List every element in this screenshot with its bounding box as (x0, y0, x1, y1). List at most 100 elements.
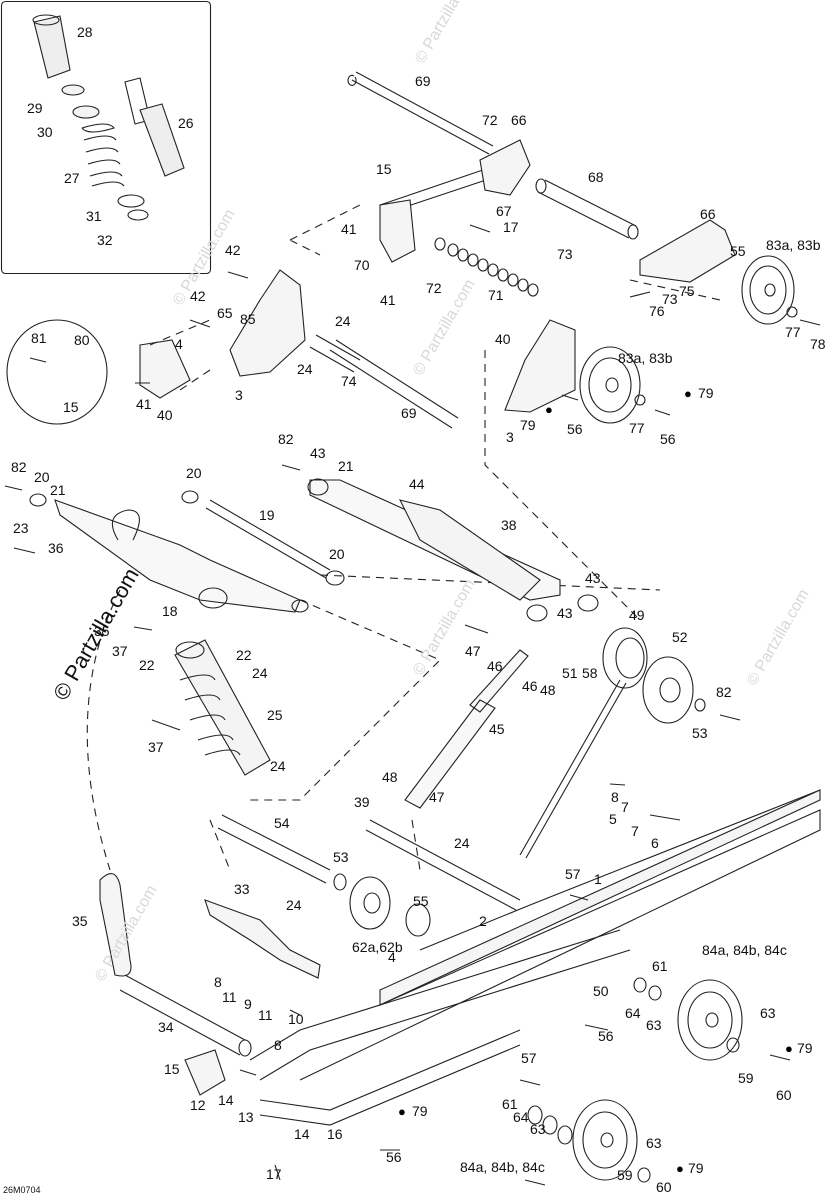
callout-17-upper: 17 (503, 219, 519, 235)
callout-24-lower: 24 (286, 897, 302, 913)
callout-72-upper: 72 (482, 112, 498, 128)
callout-59-a: 59 (738, 1070, 754, 1086)
idler-wheel-52 (642, 656, 694, 724)
callout-27: 27 (64, 170, 80, 186)
callout-84-left: 84a, 84b, 84c (460, 1159, 545, 1175)
callout-64-b: 64 (513, 1109, 529, 1125)
callout-8-lower-left: 8 (214, 974, 222, 990)
callout-2: 2 (479, 913, 487, 929)
slide-rail-right (299, 789, 821, 1081)
callout-66-upper: 66 (511, 112, 527, 128)
shaft-69-upper (347, 71, 494, 155)
callout-78: 78 (810, 336, 826, 352)
callout-42-lower: 42 (190, 288, 206, 304)
idler-wheel-84-left (572, 1099, 638, 1181)
callout-36: 36 (48, 540, 64, 556)
callout-37-upper: 37 (112, 643, 128, 659)
oil-drop-icon: ● (398, 1104, 406, 1119)
front-shock-25 (174, 639, 271, 776)
callout-80: 80 (74, 332, 90, 348)
idler-wheel-83-right (741, 255, 795, 325)
callout-4-lower: 4 (388, 949, 396, 965)
callout-72-lower: 72 (426, 280, 442, 296)
callout-55-upper: 55 (730, 243, 746, 259)
drawing-code: 26M0704 (3, 1185, 41, 1195)
callout-59-b: 59 (617, 1167, 633, 1183)
shaft-69-lower (329, 339, 459, 429)
callout-30: 30 (37, 124, 53, 140)
callout-21-left: 21 (50, 482, 66, 498)
callout-79-d: 79 (412, 1103, 428, 1119)
callout-35-upper: 35 (94, 623, 110, 639)
callout-31: 31 (86, 208, 102, 224)
hardware-bolts (4, 224, 821, 1186)
upper-bracket-right (504, 319, 576, 413)
callout-68: 68 (588, 169, 604, 185)
callout-67: 67 (496, 203, 512, 219)
callout-83-lower: 83a, 83b (618, 350, 673, 366)
callout-63-d: 63 (646, 1135, 662, 1151)
callout-46-a: 46 (487, 658, 503, 674)
callout-4-upper: 4 (175, 336, 183, 352)
callout-11-b: 11 (258, 1007, 273, 1023)
callout-8-lower: 8 (274, 1037, 282, 1053)
callout-60-a: 60 (776, 1087, 792, 1103)
hardware-washers (333, 237, 798, 1183)
callout-7-b: 7 (631, 823, 639, 839)
callout-20-a: 20 (186, 465, 202, 481)
tube-34-end (238, 1039, 252, 1057)
callout-40-left: 40 (157, 407, 173, 423)
tube-68-end (535, 178, 547, 194)
callout-38: 38 (501, 517, 517, 533)
shock-inset-box (0, 0, 212, 275)
callout-29: 29 (27, 100, 43, 116)
callout-57-lower: 57 (521, 1050, 537, 1066)
callout-71: 71 (488, 287, 504, 303)
callout-56-b: 56 (660, 431, 676, 447)
callout-79-e: 79 (688, 1160, 704, 1176)
callout-35-lower: 35 (72, 913, 88, 929)
callout-45: 45 (489, 721, 505, 737)
tube-74 (309, 334, 361, 373)
callout-82-left: 82 (11, 459, 27, 475)
callout-43-right: 43 (585, 570, 601, 586)
callout-62: 62a,62b (352, 939, 403, 955)
callout-82-top: 82 (278, 431, 294, 447)
callout-40-right: 40 (495, 331, 511, 347)
callout-14-a: 14 (218, 1092, 234, 1108)
oil-drop-icon: ● (684, 386, 692, 401)
callout-85: 85 (240, 311, 256, 327)
callout-7-a: 7 (621, 799, 629, 815)
callout-22-a: 22 (236, 647, 252, 663)
callout-22-b: 22 (139, 657, 155, 673)
callout-18: 18 (162, 603, 178, 619)
center-shock-45 (404, 649, 529, 809)
arm-66-right (639, 219, 736, 283)
callout-73-lower: 73 (662, 291, 678, 307)
callout-43-lower: 43 (557, 605, 573, 621)
callout-56-d: 56 (386, 1149, 402, 1165)
callout-11-a: 11 (222, 989, 237, 1005)
callout-24-center: 24 (454, 835, 470, 851)
callout-52: 52 (672, 629, 688, 645)
callout-55-lower: 55 (413, 893, 429, 909)
callout-53-right: 53 (692, 725, 708, 741)
callout-24-shock-bottom: 24 (270, 758, 286, 774)
callout-48-lower: 48 (382, 769, 398, 785)
rod-58 (519, 679, 627, 859)
callout-79-a: 79 (698, 385, 714, 401)
shock-absorber-inset (32, 14, 185, 221)
link-curve (86, 589, 121, 871)
callout-54: 54 (274, 815, 290, 831)
callout-20-c: 20 (329, 546, 345, 562)
callout-79-b: 79 (520, 417, 536, 433)
callout-61-a: 61 (652, 958, 668, 974)
callout-41-mid: 41 (380, 292, 396, 308)
bracket-33 (204, 899, 321, 979)
callout-51: 51 (562, 665, 578, 681)
callout-10: 10 (288, 1011, 304, 1027)
callout-66-right: 66 (700, 206, 716, 222)
callout-48-upper: 48 (540, 682, 556, 698)
callout-3-right: 3 (506, 429, 514, 445)
